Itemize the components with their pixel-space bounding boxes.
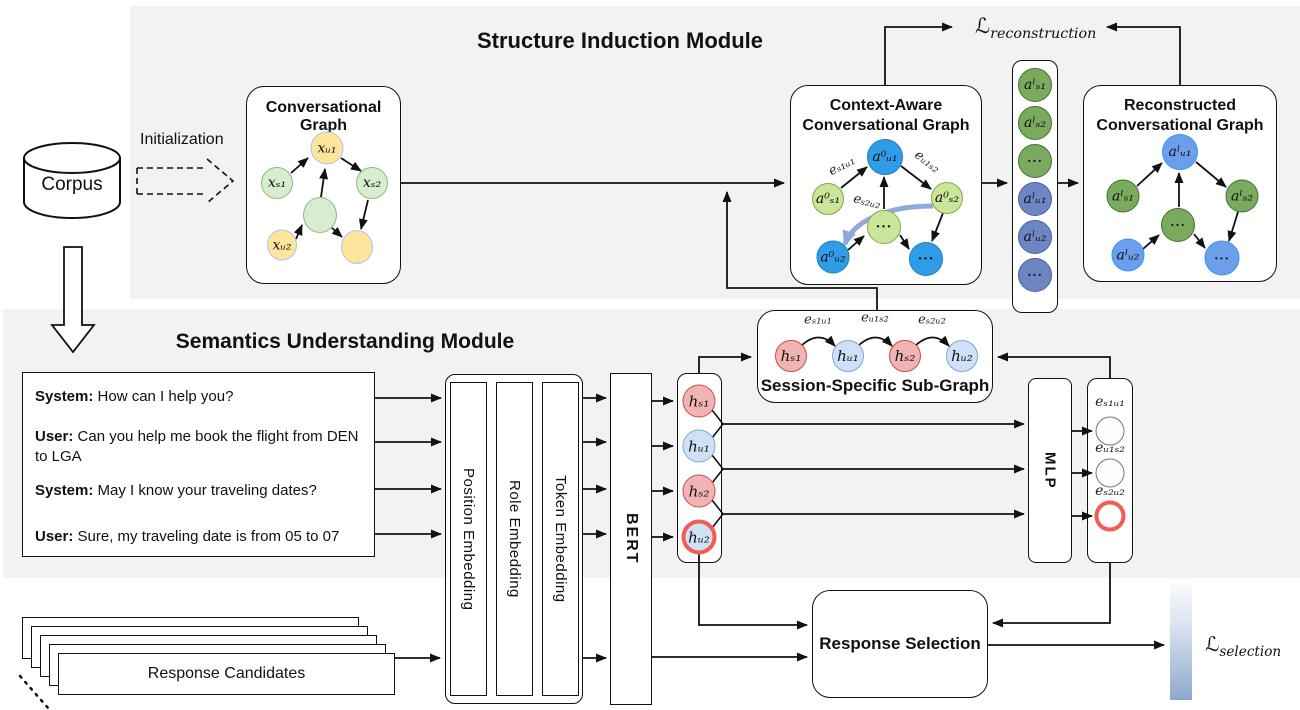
bert-box: BERT <box>610 373 652 705</box>
subgraph-edge-label-s1u1: eₛ₁ᵤ₁ <box>804 312 832 328</box>
edge-output-label: eₛ₁ᵤ₁ <box>1095 394 1125 410</box>
latent-node-u-dots: ··· <box>1018 258 1052 292</box>
dialogue-context-box: System: How can I help you? User: Can yo… <box>22 372 375 557</box>
subgraph-edge-label-s2u2: eₛ₂ᵤ₂ <box>918 312 946 328</box>
recon-node-u1: aˡᵤ₁ <box>1162 134 1198 170</box>
edge-output-label: eₛ₂ᵤ₂ <box>1095 483 1125 499</box>
ctx-node-s2: a⁰ₛ₂ <box>931 182 963 214</box>
recon-node-u2: aˡᵤ₂ <box>1111 238 1145 272</box>
dialogue-turn: System: How can I help you? <box>35 387 368 407</box>
ctx-node-center: ··· <box>867 210 901 244</box>
recon-node-s2: aˡₛ₂ <box>1225 179 1259 213</box>
session-subgraph-title: Session-Specific Sub-Graph <box>760 376 990 395</box>
edge-output-circle-s1u1 <box>1095 416 1125 446</box>
conv-node-u1: xᵤ₁ <box>310 131 344 165</box>
corpus-label: Corpus <box>41 174 103 195</box>
edge-output-column <box>1087 378 1133 563</box>
role-embedding-box: Role Embedding <box>496 382 533 696</box>
selection-loss-bar <box>1170 582 1192 700</box>
turn-text: Sure, my traveling date is from 05 to 07 <box>73 528 340 545</box>
latent-node-s-dots: ··· <box>1018 144 1052 178</box>
conv-node-s2: xₛ₂ <box>356 167 388 199</box>
turn-text: How can I help you? <box>93 388 234 405</box>
dialogue-turn: User: Can you help me book the flight fr… <box>35 427 368 467</box>
latent-node-u2: aˡᵤ₂ <box>1018 220 1052 254</box>
latent-node-u1: aˡᵤ₁ <box>1018 182 1052 216</box>
selection-loss-label: ℒselection <box>1205 632 1281 660</box>
subgraph-edge-label-u1s2: eᵤ₁ₛ₂ <box>861 310 889 326</box>
reconstructed-graph-title-line2: Conversational Graph <box>1096 117 1264 134</box>
mlp-label: MLP <box>1041 451 1059 490</box>
turn-speaker: System: <box>35 482 94 499</box>
subgraph-node-s1: hₛ₁ <box>775 340 807 372</box>
corpus-cylinder-shape <box>23 142 121 219</box>
context-graph-title-line2: Conversational Graph <box>802 117 970 134</box>
turn-speaker: User: <box>35 428 74 445</box>
subgraph-node-u2: hᵤ₂ <box>946 340 978 372</box>
edge-output-label: eᵤ₁ₛ₂ <box>1095 440 1125 456</box>
conv-node-u2: xᵤ₂ <box>267 229 297 261</box>
hidden-node-u1: hᵤ₁ <box>682 429 716 463</box>
structure-module-title: Structure Induction Module <box>477 28 763 53</box>
reconstructed-graph-title-line1: Reconstructed <box>1123 97 1237 114</box>
conv-node-center <box>303 197 337 233</box>
mlp-box: MLP <box>1028 378 1072 563</box>
recon-node-center: ··· <box>1161 208 1195 242</box>
initialization-label: Initialization <box>140 131 224 148</box>
ctx-node-extra: ··· <box>909 242 943 276</box>
loss-subscript: reconstruction <box>990 26 1097 43</box>
context-graph-title: Context-Aware Conversational Graph <box>791 96 981 136</box>
token-embedding-box: Token Embedding <box>542 382 579 696</box>
response-selection-label: Response Selection <box>819 634 981 653</box>
conv-node-extra <box>341 230 373 264</box>
cylinder-top <box>23 142 121 174</box>
edge-output-circle-s2u2-highlighted <box>1094 500 1126 532</box>
recon-node-extra: ··· <box>1204 240 1240 276</box>
subgraph-node-s2: hₛ₂ <box>889 340 921 372</box>
recon-node-s1: aˡₛ₁ <box>1106 179 1140 213</box>
dialogue-turn: User: Sure, my traveling date is from 05… <box>35 527 368 547</box>
dialogue-turn: System: May I know your traveling dates? <box>35 481 368 501</box>
loss-subscript: selection <box>1219 644 1282 660</box>
conv-node-s1: xₛ₁ <box>261 167 293 199</box>
reconstruction-loss-label: ℒreconstruction <box>975 14 1096 42</box>
hidden-node-u2-highlighted: hᵤ₂ <box>681 519 717 555</box>
turn-speaker: User: <box>35 528 74 545</box>
turn-text: May I know your traveling dates? <box>93 482 317 499</box>
turn-speaker: System: <box>35 388 94 405</box>
candidates-ellipsis-dots <box>18 674 50 710</box>
cylinder-body <box>23 158 121 219</box>
loss-symbol: ℒ <box>975 14 991 38</box>
ctx-node-u2: a⁰ᵤ₂ <box>816 240 850 274</box>
edge-output-circle-u1s2 <box>1095 458 1125 488</box>
conversational-graph-title: Conversational Graph <box>265 99 382 134</box>
role-embedding-label: Role Embedding <box>506 480 523 598</box>
loss-symbol: ℒ <box>1205 632 1220 656</box>
corpus-cylinder: Corpus <box>22 140 122 220</box>
turn-text: Can you help me book the flight from DEN… <box>35 428 359 465</box>
hidden-node-s1: hₛ₁ <box>682 384 716 418</box>
ctx-node-s1: a⁰ₛ₁ <box>812 183 844 215</box>
latent-node-s1: aˡₛ₁ <box>1018 68 1052 102</box>
response-candidates-front-sheet: Response Candidates <box>58 653 395 695</box>
ctx-node-u1: a⁰ᵤ₁ <box>867 139 903 175</box>
response-selection-box: Response Selection <box>812 590 988 698</box>
latent-node-s2: aˡₛ₂ <box>1018 106 1052 140</box>
position-embedding-label: Position Embedding <box>460 467 477 611</box>
reconstructed-graph-title: Reconstructed Conversational Graph <box>1084 96 1276 136</box>
bert-label: BERT <box>623 513 640 565</box>
context-graph-title-line1: Context-Aware <box>829 97 943 114</box>
position-embedding-box: Position Embedding <box>450 382 487 696</box>
hidden-node-s2: hₛ₂ <box>682 474 716 508</box>
subgraph-node-u1: hᵤ₁ <box>832 340 864 372</box>
response-candidates-label: Response Candidates <box>147 665 306 682</box>
token-embedding-label: Token Embedding <box>552 475 569 603</box>
semantics-module-title: Semantics Understanding Module <box>175 330 515 353</box>
